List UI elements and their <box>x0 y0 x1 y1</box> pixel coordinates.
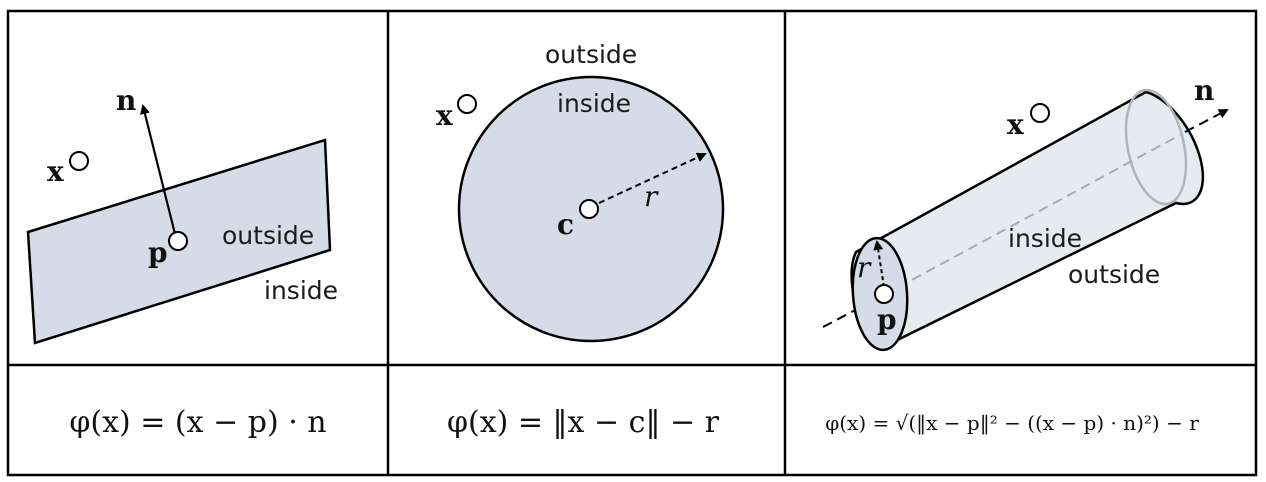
label-p: p <box>877 303 897 336</box>
cylinder-far-cap-hidden <box>1124 88 1188 206</box>
label-inside: inside <box>264 276 338 305</box>
label-outside: outside <box>1068 260 1160 289</box>
label-n: n <box>1194 74 1214 107</box>
label-c: c <box>557 208 574 241</box>
plane-panel: n x p outside inside <box>26 84 338 345</box>
point-x-marker <box>69 151 89 171</box>
label-r: r <box>644 180 659 213</box>
table-grid <box>6 9 1258 477</box>
axis-arrow <box>1184 109 1229 133</box>
point-x-marker <box>1030 103 1050 123</box>
label-p: p <box>148 236 168 269</box>
normal-arrow <box>140 104 178 239</box>
label-outside: outside <box>222 221 314 250</box>
label-x: x <box>436 99 453 132</box>
label-outside: outside <box>545 40 637 69</box>
label-inside: inside <box>557 89 631 118</box>
point-c-marker <box>579 199 599 219</box>
label-inside: inside <box>1008 224 1082 253</box>
radius-arrow <box>873 240 885 288</box>
cylinder-panel: n x r p inside outside <box>822 74 1229 352</box>
label-n: n <box>116 84 136 117</box>
point-p-marker <box>168 231 188 251</box>
point-p-marker <box>874 284 894 304</box>
label-r: r <box>857 251 872 284</box>
axis-hidden <box>883 134 1181 296</box>
formula-cylinder: φ(x) = √(‖x − p‖² − ((x − p) · n)²) − r <box>825 411 1199 436</box>
formula-sphere-text: φ(x) = ‖x − c‖ − r <box>447 405 720 440</box>
formula-plane-text: φ(x) = (x − p) · n <box>69 405 326 440</box>
formula-plane: φ(x) = (x − p) · n <box>69 405 326 440</box>
sphere-panel: outside inside x c r <box>436 40 725 343</box>
point-x-marker <box>457 94 477 114</box>
label-x: x <box>47 155 64 188</box>
table-border <box>6 9 1258 477</box>
formula-sphere: φ(x) = ‖x − c‖ − r <box>447 405 720 440</box>
label-x: x <box>1007 108 1024 141</box>
formula-cylinder-text: φ(x) = √(‖x − p‖² − ((x − p) · n)²) − r <box>825 411 1199 436</box>
